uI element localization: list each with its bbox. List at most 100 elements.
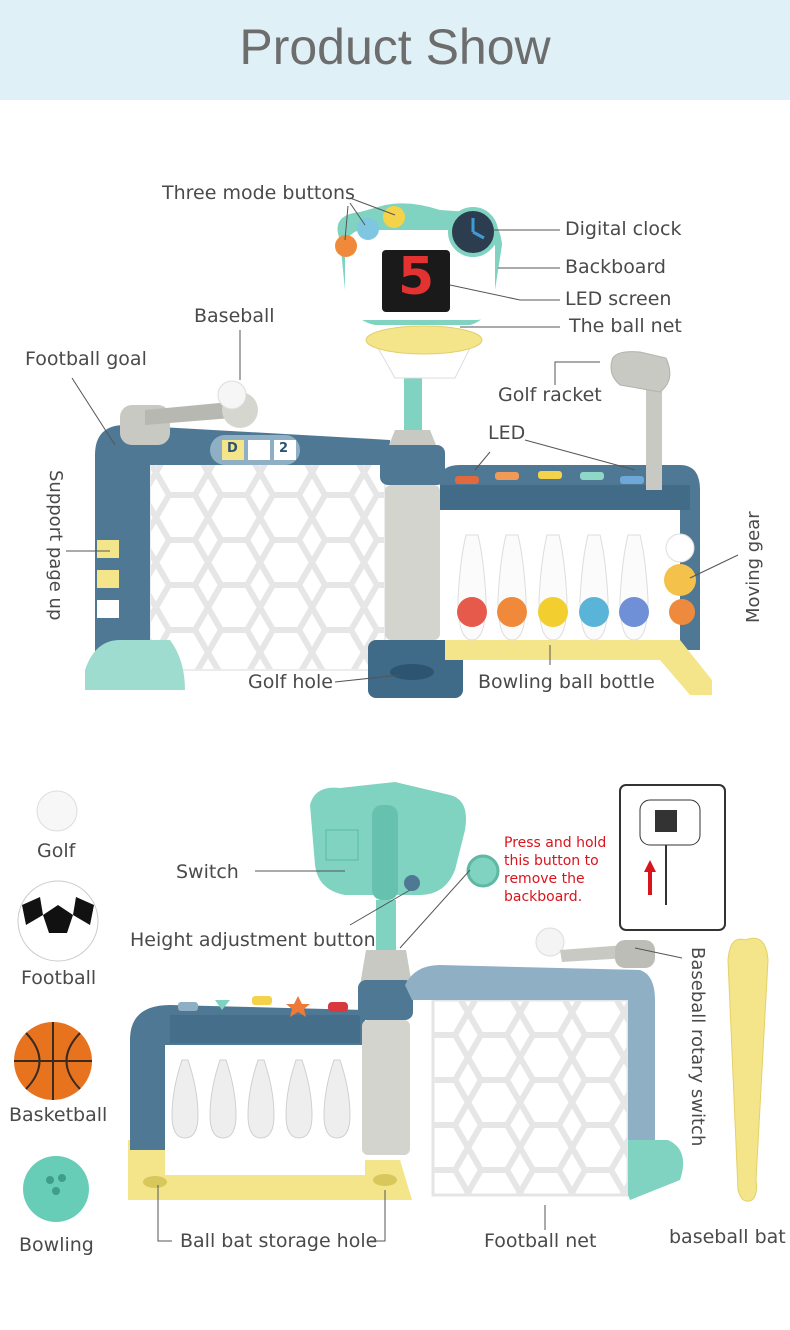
launcher-arm [145,402,232,425]
golf-hole [390,664,434,680]
bottom-pole-collar [358,980,413,1020]
label-led: LED [488,422,526,444]
support-icon-2 [97,570,119,588]
baseball-bat [727,937,769,1202]
press-hold-line-1: Press and hold [504,835,607,851]
bowling-ball-3 [538,597,568,627]
led-light-3 [538,471,562,479]
label-backboard: Backboard [565,256,666,278]
label-support-page-up: Support page up [45,470,66,621]
bowling-ball-5 [619,597,649,627]
bowling-ball-4 [579,597,609,627]
bottom-football-net [431,998,630,1197]
bottom-led-1 [178,1002,198,1011]
removal-diagram [619,784,726,931]
label-led-screen: LED screen [565,288,672,310]
led-light-1 [455,476,479,484]
bottom-led-4 [286,996,310,1017]
counter-tile-number [274,440,296,460]
label-golf-hole: Golf hole [248,671,333,693]
bottom-pole-body [362,1020,410,1155]
bowling-ball-1 [457,597,487,627]
battery-cover [325,829,359,861]
label-baseball-bat: baseball bat [669,1226,786,1248]
counter-tile-letter [222,440,244,460]
goal-base-left [85,640,185,690]
bottom-launcher-arm [560,945,628,962]
label-baseball-rotary-switch: Baseball rotary switch [687,947,708,1147]
baseball-rotary-switch[interactable] [615,940,655,968]
height-adjustment-button[interactable] [404,875,420,891]
support-icon-1 [97,540,119,558]
label-switch: Switch [176,861,239,883]
gear-3 [669,599,695,625]
pole-upper [404,370,422,430]
golf-racket-head [610,351,671,393]
baseball-ball [217,380,247,410]
mode-button-1[interactable] [335,235,357,257]
yellow-base [128,1140,412,1200]
pole-collar [380,445,445,485]
bottom-leader-lines [157,869,683,1242]
led-screen [382,250,450,312]
counter-letter: D [227,441,238,456]
pole-body [385,485,440,640]
label-digital-clock: Digital clock [565,218,682,240]
basketball-rim [365,325,483,355]
label-height-adjustment-button: Height adjustment button [130,929,376,951]
mode-button-2[interactable] [357,218,379,240]
diagram-screen [655,810,677,832]
bottom-led-3 [252,996,272,1005]
led-digit: 5 [398,247,435,307]
bottom-pole-upper [376,900,396,950]
bowling-base [445,640,712,695]
led-light-5 [620,476,644,484]
bowling-pins [457,534,649,641]
bottom-goal-foot [628,1140,684,1200]
balls-column [14,790,99,1222]
led-light-2 [495,472,519,480]
label-basketball: Basketball [9,1104,108,1126]
bottom-baseball [535,927,565,957]
page-title: Product Show [239,19,551,75]
bottom-led-2 [215,1000,230,1010]
press-hold-line-2: this button to [504,853,599,869]
storage-hole-right [373,1174,397,1186]
header-banner: Product Show [0,0,790,100]
counter-number: 2 [279,441,289,456]
bottom-pins [171,1059,351,1139]
golf-ball [36,790,78,832]
storage-hole-left [143,1176,167,1188]
label-football-net: Football net [484,1230,597,1252]
label-golf-racket: Golf racket [498,384,602,406]
diagram-arrow-up [644,860,656,872]
label-football-goal: Football goal [25,348,147,370]
football-goal-net [149,454,386,671]
led-light-4 [580,472,604,480]
label-football: Football [21,967,97,989]
diagram-backboard [639,799,701,846]
press-hold-line-4: backboard. [504,889,583,905]
backboard-mount [372,805,398,900]
top-product [85,203,712,698]
bowling-ball-2 [497,597,527,627]
bottom-product [128,782,769,1202]
gear-2 [664,564,696,596]
bottom-canopy [170,1015,360,1043]
counter-tile-ball [248,440,270,460]
golf-racket-shaft [646,385,662,490]
label-ball-net: The ball net [569,315,682,337]
backboard-release-button[interactable] [466,854,500,888]
support-icon-3 [97,600,119,618]
label-ball-bat-storage-hole: Ball bat storage hole [180,1230,378,1252]
label-golf: Golf [37,840,76,862]
label-bowling-ball-bottle: Bowling ball bottle [478,671,655,693]
label-baseball: Baseball [194,305,275,327]
press-hold-note: Press and hold this button to remove the… [504,834,606,906]
label-three-mode-buttons: Three mode buttons [162,182,355,204]
press-hold-line-3: remove the [504,871,585,887]
mode-button-3[interactable] [383,206,405,228]
bottom-led-5 [328,1002,348,1012]
gear-1 [665,533,695,563]
